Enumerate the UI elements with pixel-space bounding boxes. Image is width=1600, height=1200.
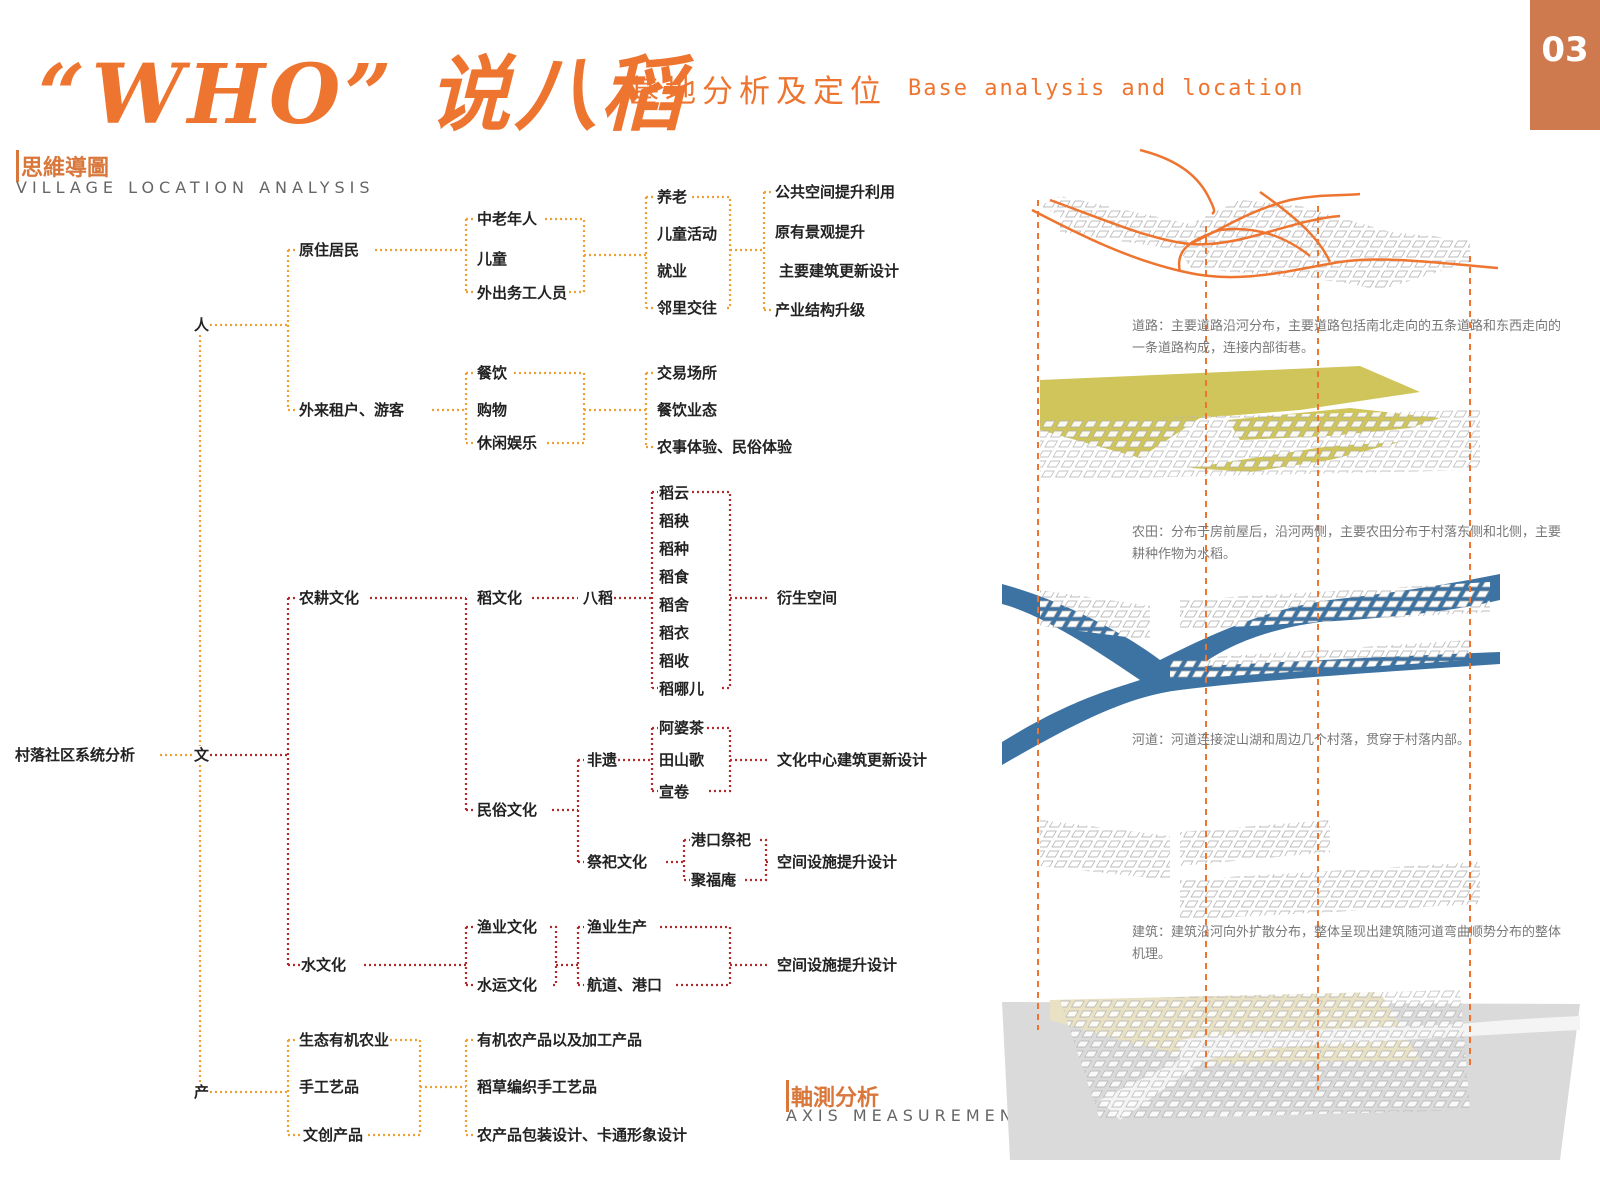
node-outcome-landscape: 原有景观提升 bbox=[774, 223, 867, 241]
title-chinese: 基地分析及定位 bbox=[628, 74, 887, 110]
node-farming-culture: 农耕文化 bbox=[298, 589, 361, 607]
node-handicraft: 手工艺品 bbox=[298, 1078, 361, 1096]
node-fishery-culture: 渔业文化 bbox=[476, 918, 539, 936]
node-rice-4: 稻食 bbox=[658, 568, 691, 586]
caption-river: 河道：河道连接淀山湖和周边几个村落，贯穿于村落内部。 bbox=[1132, 733, 1471, 748]
node-derived-space: 衍生空间 bbox=[776, 589, 839, 607]
node-shipping-culture: 水运文化 bbox=[476, 976, 539, 994]
title-english: Base analysis and location bbox=[908, 76, 1305, 101]
farmland-layer bbox=[1040, 366, 1480, 480]
node-creative-products: 文创产品 bbox=[302, 1126, 365, 1144]
node-outcome-building-renewal: 主要建筑更新设计 bbox=[778, 262, 901, 280]
node-native-residents: 原住居民 bbox=[298, 241, 361, 259]
node-need-neighborhood: 邻里交往 bbox=[656, 299, 719, 317]
registration-lines bbox=[1037, 200, 1471, 1090]
site-base-layer bbox=[1002, 990, 1580, 1160]
node-heritage-tea: 阿婆茶 bbox=[658, 719, 706, 737]
node-jufu-temple: 聚福庵 bbox=[690, 871, 738, 889]
mindmap-connectors bbox=[160, 190, 776, 1137]
node-dining: 餐饮 bbox=[476, 364, 509, 382]
node-heritage-song: 田山歌 bbox=[658, 751, 706, 769]
road-layer bbox=[1031, 148, 1499, 290]
node-intangible-heritage: 非遗 bbox=[586, 751, 619, 769]
node-leisure: 休闲娱乐 bbox=[476, 434, 539, 452]
node-outcome-industry: 产业结构升级 bbox=[774, 301, 867, 319]
node-worship-outcome: 空间设施提升设计 bbox=[776, 853, 899, 871]
node-need-employment: 就业 bbox=[656, 262, 689, 280]
node-heritage-scroll: 宣卷 bbox=[658, 783, 691, 801]
node-shopping: 购物 bbox=[476, 401, 509, 419]
main-title: “WHO” 说八稻 bbox=[38, 47, 687, 143]
node-dining-format: 餐饮业态 bbox=[656, 401, 719, 419]
building-layer bbox=[1040, 820, 1480, 920]
river-layer bbox=[1002, 574, 1500, 765]
axis-title: 軸測分析 bbox=[786, 1080, 879, 1112]
node-rice-culture: 稻文化 bbox=[476, 589, 524, 607]
node-rice-8: 稻哪儿 bbox=[658, 680, 706, 698]
caption-road: 道路：主要道路沿河分布，主要道路包括南北走向的五条道路和东西走向的一条道路构成，… bbox=[1132, 319, 1562, 356]
node-folk-culture: 民俗文化 bbox=[476, 801, 539, 819]
node-packaging-design: 农产品包装设计、卡通形象设计 bbox=[476, 1126, 689, 1144]
node-need-elderly-care: 养老 bbox=[656, 188, 689, 206]
node-ba-dao: 八稻 bbox=[582, 589, 615, 607]
node-organic-products: 有机农产品以及加工产品 bbox=[476, 1031, 644, 1049]
node-ren: 人 bbox=[193, 316, 211, 334]
node-worship-culture: 祭祀文化 bbox=[586, 853, 649, 871]
node-rice-5: 稻舍 bbox=[658, 596, 691, 614]
node-water-culture: 水文化 bbox=[300, 956, 348, 974]
mindmap-title: 思維導圖 bbox=[16, 150, 109, 182]
node-waterway-port: 航道、港口 bbox=[586, 976, 664, 994]
node-elderly: 中老年人 bbox=[476, 210, 539, 228]
node-farm-experience: 农事体验、民俗体验 bbox=[656, 438, 794, 456]
node-children: 儿童 bbox=[476, 250, 509, 268]
node-visitors: 外来租户、游客 bbox=[298, 401, 406, 419]
node-rice-6: 稻衣 bbox=[658, 624, 691, 642]
node-straw-weaving: 稻草编织手工艺品 bbox=[476, 1078, 599, 1096]
caption-building: 建筑：建筑沿河向外扩散分布，整体呈现出建筑随河道弯曲顺势分布的整体机理。 bbox=[1132, 925, 1562, 962]
node-culture-center: 文化中心建筑更新设计 bbox=[776, 751, 929, 769]
node-water-outcome: 空间设施提升设计 bbox=[776, 956, 899, 974]
caption-farmland: 农田：分布于房前屋后，沿河两侧，主要农田分布于村落东侧和北侧，主要耕种作物为水稻… bbox=[1132, 525, 1562, 562]
node-chan: 产 bbox=[193, 1083, 211, 1101]
page-number-tab: 03 bbox=[1530, 0, 1600, 130]
mindmap-subtitle: VILLAGE LOCATION ANALYSIS bbox=[16, 178, 375, 197]
node-need-child-activity: 儿童活动 bbox=[656, 225, 719, 243]
node-migrant-workers: 外出务工人员 bbox=[476, 284, 569, 302]
node-wen: 文 bbox=[193, 746, 211, 764]
node-rice-1: 稻云 bbox=[658, 484, 691, 502]
node-rice-3: 稻种 bbox=[658, 540, 691, 558]
node-outcome-public-space: 公共空间提升利用 bbox=[774, 183, 897, 201]
node-organic-agriculture: 生态有机农业 bbox=[298, 1031, 391, 1049]
node-trading-place: 交易场所 bbox=[656, 364, 719, 382]
node-rice-7: 稻收 bbox=[658, 652, 691, 670]
node-port-worship: 港口祭祀 bbox=[690, 831, 753, 849]
node-rice-2: 稻秧 bbox=[658, 512, 691, 530]
node-root: 村落社区系统分析 bbox=[14, 746, 137, 764]
node-fishery-production: 渔业生产 bbox=[586, 918, 649, 936]
